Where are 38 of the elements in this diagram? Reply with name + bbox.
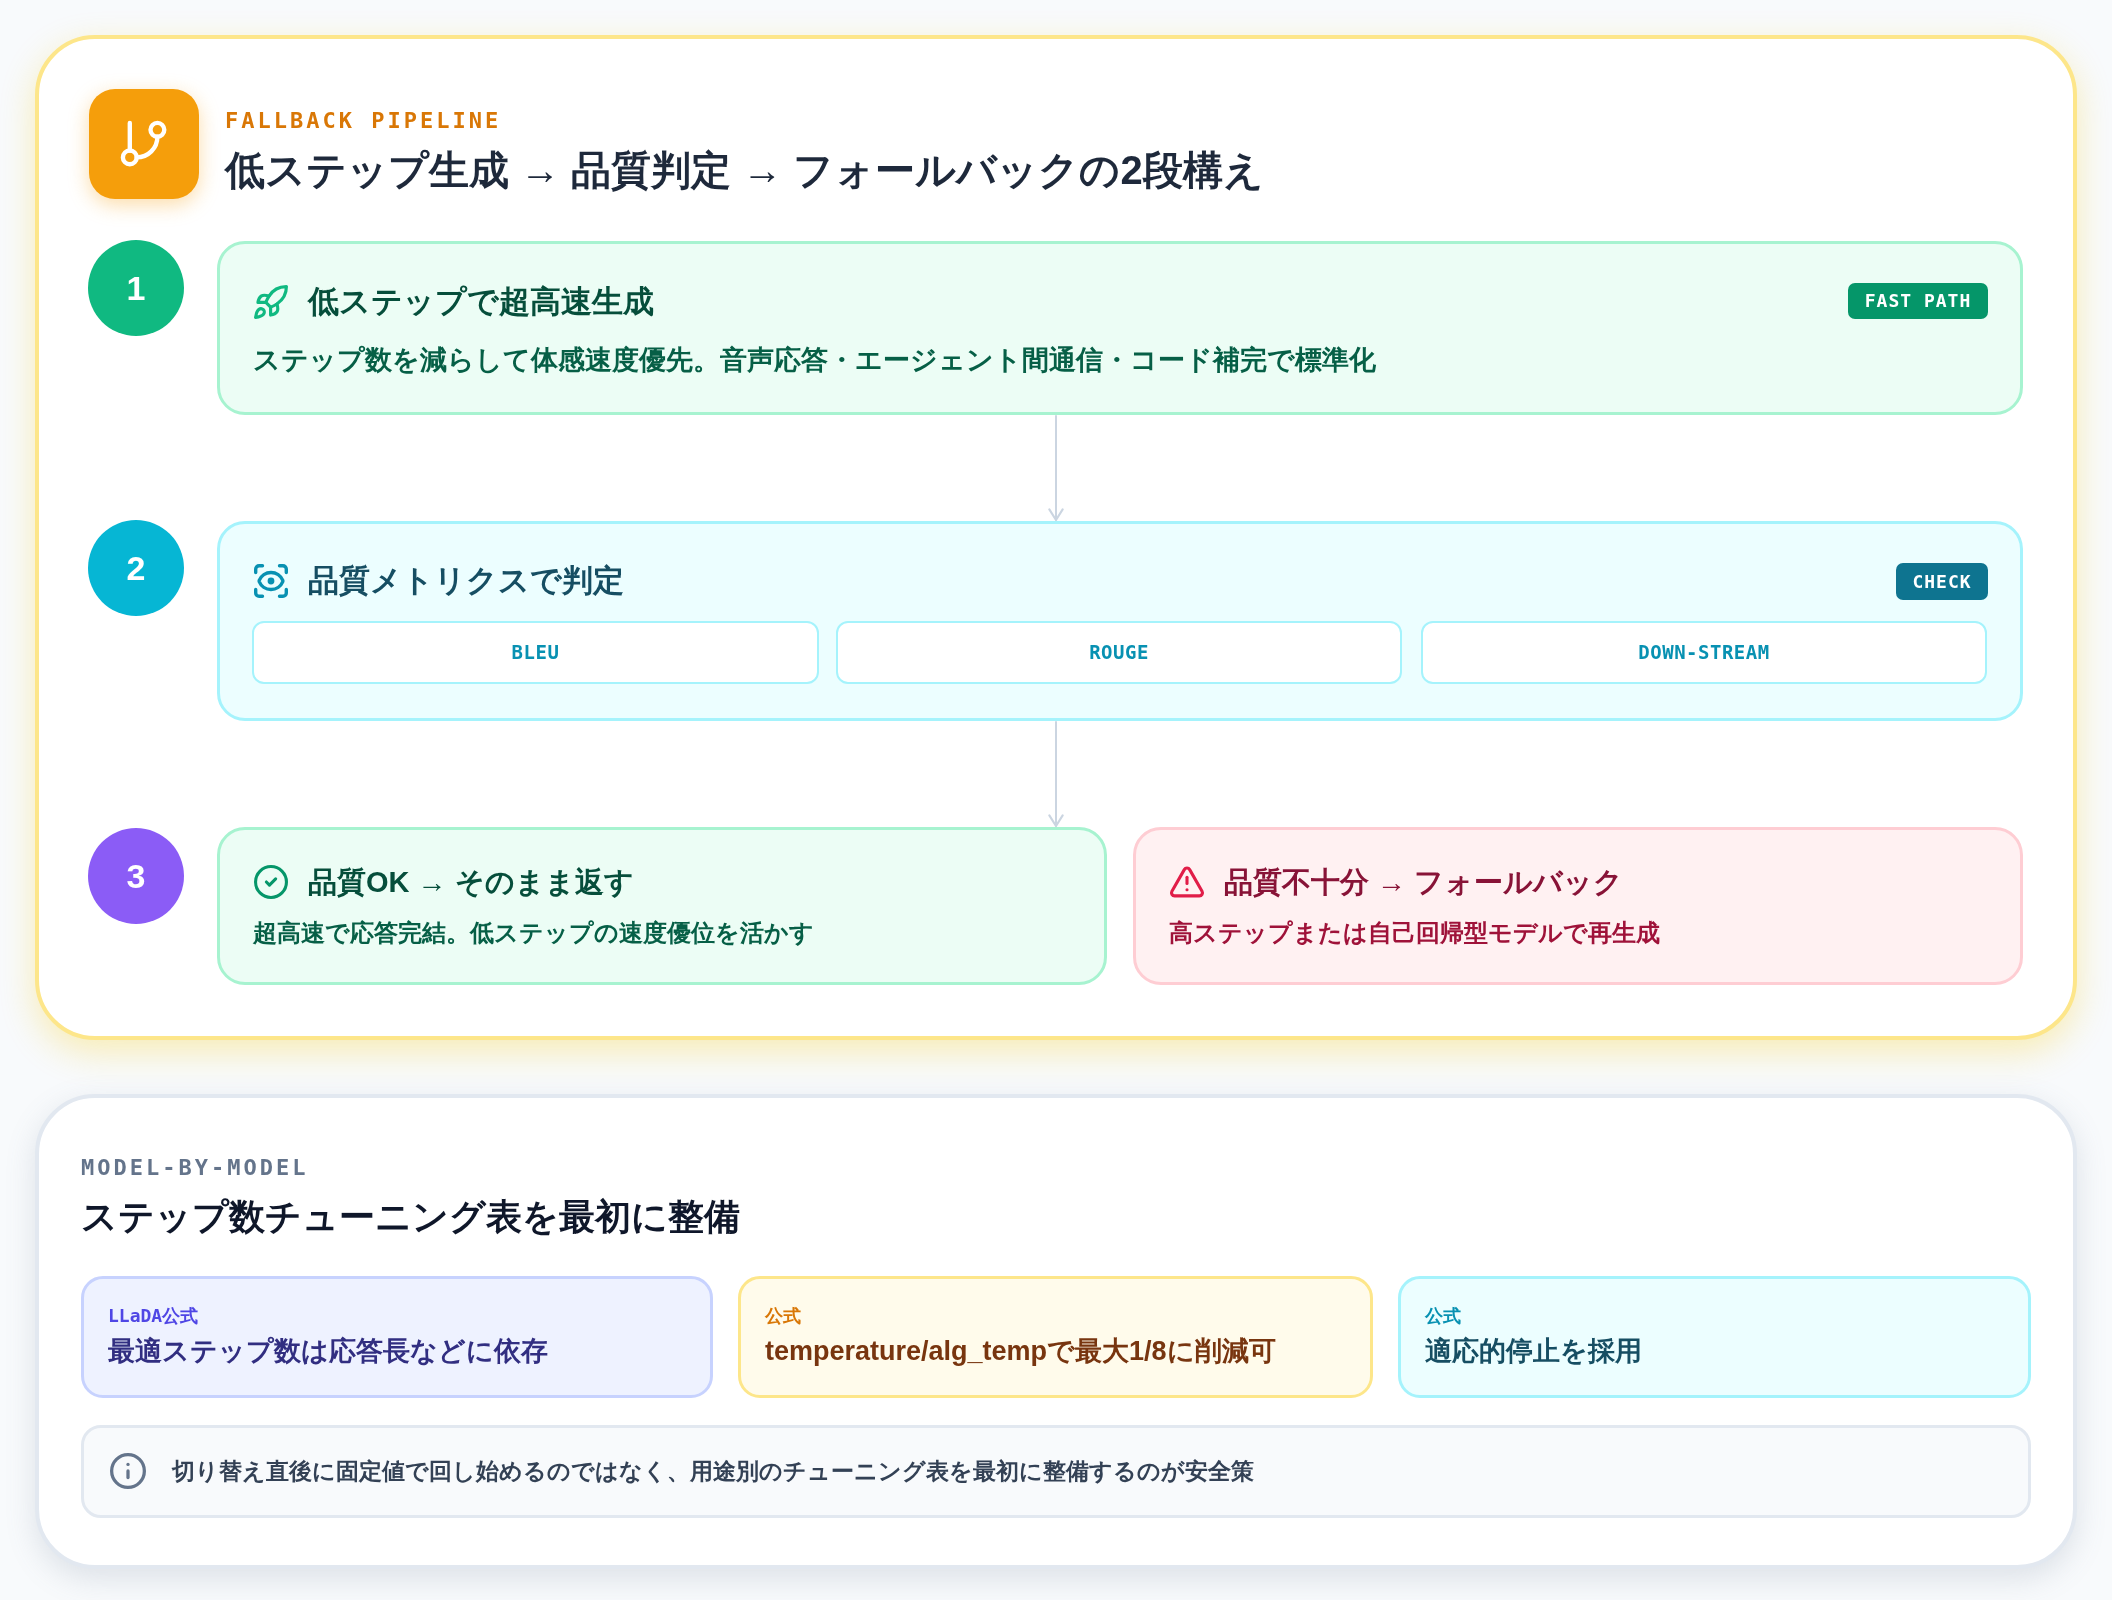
status-badge: CHECK <box>1896 563 1988 600</box>
model-tag: 公式 <box>1425 1304 1461 1328</box>
card-heading: 品質メトリクスで判定 <box>308 561 624 600</box>
metric-chip: BLEU <box>252 621 819 684</box>
model-card <box>1398 1276 2031 1398</box>
eyebrow-label: MODEL-BY-MODEL <box>81 1154 309 1182</box>
step-card <box>217 827 1107 985</box>
step-circle: 2 <box>88 520 184 616</box>
model-note: 最適ステップ数は応答長などに依存 <box>108 1335 548 1369</box>
step-card <box>217 521 2023 721</box>
step-card <box>217 241 2023 415</box>
card-heading: 品質OK → そのまま返す <box>308 864 634 900</box>
metric-chip: DOWN-STREAM <box>1421 621 1987 684</box>
metric-chip: ROUGE <box>836 621 1402 684</box>
step-circle: 3 <box>88 828 184 924</box>
panel-title: 低ステップ生成 → 品質判定 → フォールバックの2段構え <box>225 147 1264 194</box>
model-tag: LLaDA公式 <box>108 1304 199 1328</box>
model-tag: 公式 <box>765 1304 801 1328</box>
arrow <box>1048 721 1064 828</box>
panel <box>35 1094 2077 1569</box>
note-text: 切り替え直後に固定値で回し始めるのではなく、用途別のチューニング表を最初に整備するのが安全策 <box>172 1456 1254 1486</box>
model-card <box>738 1276 1373 1398</box>
panel <box>35 35 2077 1040</box>
card-heading: 品質不十分 → フォールバック <box>1224 864 1624 900</box>
info-note <box>81 1425 2031 1518</box>
card-description: 超高速で応答完結。低ステップの速度優位を活かす <box>253 918 814 948</box>
model-note: temperature/alg_tempで最大1/8に削減可 <box>765 1335 1276 1369</box>
card-description: 高ステップまたは自己回帰型モデルで再生成 <box>1169 918 1660 948</box>
step-circle: 1 <box>88 240 184 336</box>
panel-title: ステップ数チューニング表を最初に整備 <box>81 1194 740 1239</box>
step-card <box>1133 827 2023 985</box>
model-card <box>81 1276 713 1398</box>
eyebrow-label: FALLBACK PIPELINE <box>225 107 502 135</box>
model-note: 適応的停止を採用 <box>1425 1335 1642 1369</box>
card-heading: 低ステップで超高速生成 <box>308 282 654 321</box>
card-description: ステップ数を減らして体感速度優先。音声応答・エージェント間通信・コード補完で標準化 <box>253 344 1376 378</box>
status-badge: FAST PATH <box>1848 283 1988 319</box>
arrow <box>1048 415 1064 522</box>
